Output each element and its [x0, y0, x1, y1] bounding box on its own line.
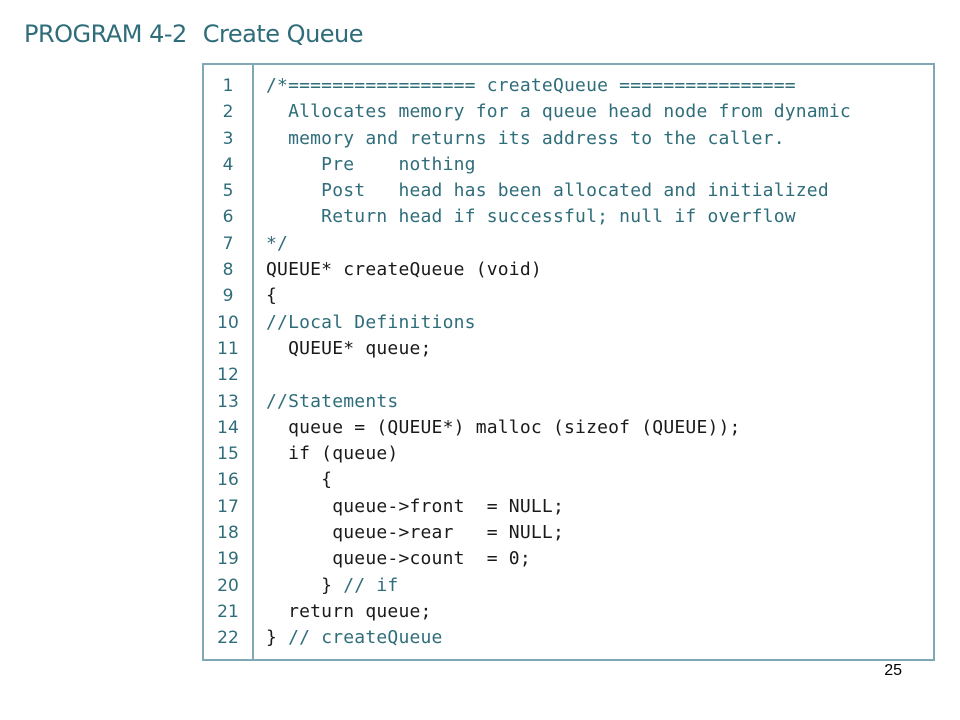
line-number: 10 [217, 312, 239, 333]
code-comment: //Local Definitions [266, 311, 476, 333]
code-line: memory and returns its address to the ca… [266, 126, 933, 152]
line-number: 12 [217, 365, 239, 386]
code-line: } // if [266, 573, 933, 599]
code-line: queue->rear = NULL; [266, 520, 933, 546]
code-text: queue->rear = NULL; [266, 522, 564, 544]
code-line: { [266, 283, 933, 309]
code-comment: Post head has been allocated and initial… [266, 180, 829, 202]
code-line: { [266, 467, 933, 493]
code-text: QUEUE* createQueue (void) [266, 259, 542, 281]
line-number: 2 [222, 102, 234, 123]
code-line: queue->front = NULL; [266, 494, 933, 520]
code-line: QUEUE* queue; [266, 336, 933, 362]
code-text: queue->count = 0; [266, 548, 531, 570]
code-comment: Pre nothing [266, 153, 476, 175]
line-number: 8 [222, 260, 234, 281]
program-label: PROGRAM 4-2 [24, 20, 187, 48]
code-body: /*================= createQueue ========… [254, 65, 933, 659]
code-line: //Statements [266, 389, 933, 415]
code-line: queue->count = 0; [266, 546, 933, 572]
slide-number: 25 [884, 662, 902, 679]
line-number: 3 [222, 128, 234, 149]
code-trailing-comment: // createQueue [288, 627, 443, 649]
code-line: */ [266, 231, 933, 257]
code-line: //Local Definitions [266, 310, 933, 336]
code-comment: //Statements [266, 390, 399, 412]
code-comment: Allocates memory for a queue head node f… [266, 101, 851, 123]
code-text: { [266, 285, 278, 307]
line-number: 14 [217, 417, 239, 438]
code-line: Pre nothing [266, 152, 933, 178]
code-line: /*================= createQueue ========… [266, 73, 933, 99]
code-text: } [266, 574, 344, 596]
code-line: } // createQueue [266, 625, 933, 651]
code-text: if (queue) [266, 443, 399, 465]
program-heading: PROGRAM 4-2 Create Queue [24, 20, 364, 48]
code-line: return queue; [266, 599, 933, 625]
line-number: 1 [222, 76, 234, 96]
line-number: 6 [222, 207, 234, 228]
code-text: queue->front = NULL; [266, 495, 564, 517]
code-line: queue = (QUEUE*) malloc (sizeof (QUEUE))… [266, 415, 933, 441]
line-number: 20 [217, 575, 239, 596]
code-comment: */ [266, 232, 289, 254]
line-number: 11 [217, 338, 239, 359]
code-text: return queue; [266, 600, 432, 622]
code-text: QUEUE* queue; [266, 337, 432, 359]
line-number: 22 [217, 628, 239, 649]
line-number: 13 [217, 391, 239, 412]
line-number: 7 [222, 233, 234, 254]
line-number: 15 [217, 444, 239, 465]
line-number: 18 [217, 523, 239, 544]
code-trailing-comment: // if [343, 574, 399, 596]
line-number: 9 [222, 286, 234, 307]
code-line: QUEUE* createQueue (void) [266, 257, 933, 283]
code-line: Return head if successful; null if overf… [266, 204, 933, 230]
line-number: 19 [217, 549, 239, 570]
line-number: 5 [222, 181, 234, 202]
code-comment: Return head if successful; null if overf… [266, 206, 796, 228]
line-number: 17 [217, 496, 239, 517]
line-number: 4 [222, 154, 234, 175]
line-number: 21 [217, 601, 239, 622]
code-line [266, 362, 933, 388]
code-line: Allocates memory for a queue head node f… [266, 99, 933, 125]
code-text: { [266, 469, 333, 491]
code-line: Post head has been allocated and initial… [266, 178, 933, 204]
code-text: } [266, 627, 289, 649]
code-text: queue = (QUEUE*) malloc (sizeof (QUEUE))… [266, 416, 741, 438]
code-comment: memory and returns its address to the ca… [266, 127, 785, 149]
code-comment: /*================= createQueue ========… [266, 75, 796, 96]
program-title: Create Queue [202, 20, 364, 48]
line-number: 16 [217, 470, 239, 491]
code-line: if (queue) [266, 441, 933, 467]
